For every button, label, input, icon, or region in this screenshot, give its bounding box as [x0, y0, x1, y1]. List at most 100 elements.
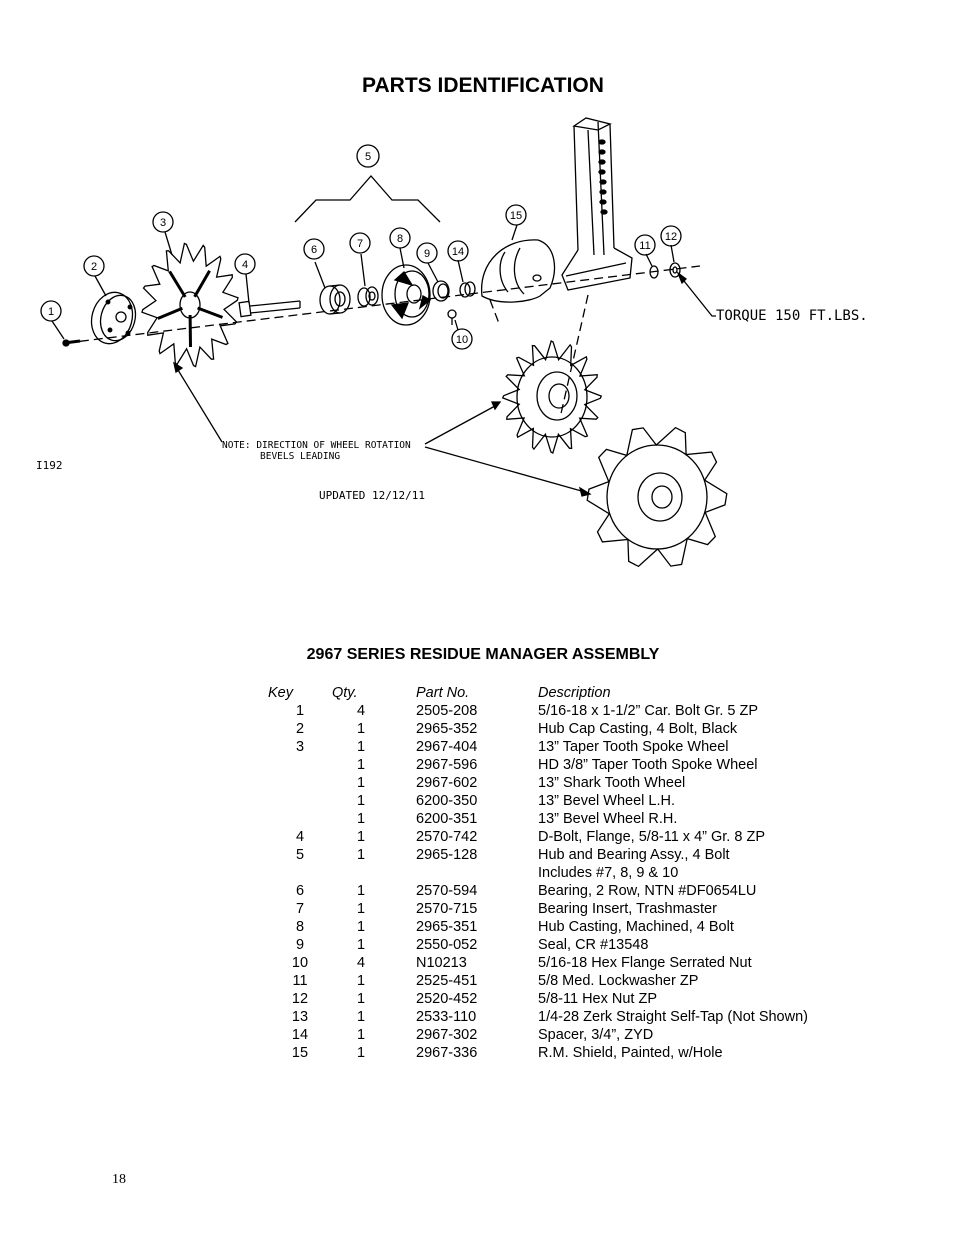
- cell-key: 9: [295, 937, 305, 953]
- cell-part-no: 6200-351: [416, 811, 478, 827]
- wheel-tooth-outline: [501, 340, 603, 454]
- rotation-note-line1: NOTE: DIRECTION OF WHEEL ROTATION: [222, 440, 411, 451]
- cell-key: 6: [295, 883, 305, 899]
- cell-key: 2: [295, 721, 305, 737]
- callout-label: 10: [456, 334, 468, 346]
- cell-description: HD 3/8” Taper Tooth Spoke Wheel: [538, 757, 758, 773]
- callout-label: 14: [452, 246, 464, 258]
- cell-qty: 1: [356, 1009, 366, 1025]
- cell-part-no: 2525-451: [416, 973, 478, 989]
- callout-label: 7: [357, 238, 363, 250]
- cell-description: Bearing Insert, Trashmaster: [538, 901, 717, 917]
- cell-part-no: 2570-594: [416, 883, 478, 899]
- shield-part: [481, 239, 556, 303]
- updated-date: UPDATED 12/12/11: [319, 489, 425, 502]
- cell-key: 10: [291, 955, 309, 971]
- cell-description: 5/16-18 x 1-1/2” Car. Bolt Gr. 5 ZP: [538, 703, 759, 719]
- arm-hole-row: [598, 139, 608, 215]
- callout-label: 3: [160, 217, 166, 229]
- hub-cap-part: [90, 291, 137, 345]
- cell-part-no: 2967-602: [416, 775, 478, 791]
- cell-key: 3: [295, 739, 305, 755]
- cell-description: Hub Casting, Machined, 4 Bolt: [538, 919, 734, 935]
- table-row: 1 2967-596 HD 3/8” Taper Tooth Spoke Wheel: [268, 756, 808, 774]
- table-row: 4 1 2570-742 D-Bolt, Flange, 5/8-11 x 4” Gr…: [268, 828, 808, 846]
- table-row: 5 1 2965-128 Hub and Bearing Assy., 4 Bolt: [268, 846, 808, 864]
- cell-qty: 1: [356, 757, 366, 773]
- cell-qty: 1: [356, 847, 366, 863]
- cell-description: Spacer, 3/4”, ZYD: [538, 1027, 654, 1043]
- cell-qty: [332, 864, 390, 882]
- bearing-insert-part: [357, 286, 379, 307]
- cell-part-no: 2965-128: [416, 847, 478, 863]
- page-number: 18: [112, 1172, 126, 1187]
- cell-qty: 1: [356, 1027, 366, 1043]
- cell-part-no: 2967-404: [416, 739, 478, 755]
- cell-part-no: 2550-052: [416, 937, 478, 953]
- cell-description: Hub and Bearing Assy., 4 Bolt: [538, 847, 730, 863]
- callout-label: 9: [424, 248, 430, 260]
- assembly-title: 2967 SERIES RESIDUE MANAGER ASSEMBLY: [306, 646, 660, 663]
- cell-key: 15: [291, 1045, 309, 1061]
- header-qty: Qty.: [332, 685, 358, 701]
- exploded-parts-drawing: 5 1 2 3 4 6 7 8 9 10 11 12 14 15 TORQUE …: [36, 117, 868, 568]
- cell-key: 1: [295, 703, 305, 719]
- wheel-tooth-outline: [141, 242, 239, 368]
- callout-label: 1: [48, 306, 54, 318]
- cell-part-no: 2965-352: [416, 721, 478, 737]
- d-bolt-part: [238, 300, 301, 318]
- spoke-wheel-spoke: [193, 269, 211, 298]
- callout-label: 11: [639, 240, 650, 252]
- cell-description: 1/4-28 Zerk Straight Self-Tap (Not Shown…: [538, 1009, 808, 1025]
- cell-description: Seal, CR #13548: [538, 937, 649, 953]
- hub-casting-part: [381, 264, 432, 326]
- cell-key: 5: [295, 847, 305, 863]
- cell-description: 13” Bevel Wheel L.H.: [538, 793, 676, 809]
- cell-part-no: 2967-596: [416, 757, 478, 773]
- callout-label: 6: [311, 244, 317, 256]
- torque-note: TORQUE 150 FT.LBS.: [716, 308, 868, 324]
- callout-label: 5: [365, 151, 371, 163]
- cell-description: 13” Bevel Wheel R.H.: [538, 811, 678, 827]
- cell-part-no: N10213: [416, 955, 467, 971]
- callout-label: 15: [510, 210, 522, 222]
- table-row: Includes #7, 8, 9 & 10: [268, 864, 808, 882]
- cell-part-no: 2967-302: [416, 1027, 478, 1043]
- cell-part-no: 2570-742: [416, 829, 478, 845]
- cell-part-no: 2520-452: [416, 991, 478, 1007]
- cell-description: Includes #7, 8, 9 & 10: [538, 865, 679, 881]
- cell-qty: 1: [356, 883, 366, 899]
- rotation-note-leader-right: [424, 405, 496, 445]
- cell-qty: 1: [356, 901, 366, 917]
- assembly-5-bracket: [294, 175, 441, 223]
- cell-description: R.M. Shield, Painted, w/Hole: [538, 1045, 723, 1061]
- cell-qty: 1: [356, 811, 366, 827]
- table-row: 9 1 2550-052 Seal, CR #13548: [268, 936, 808, 954]
- cell-qty: 1: [356, 775, 366, 791]
- cell-key: 4: [295, 829, 305, 845]
- cell-key: 8: [295, 919, 305, 935]
- cell-qty: 1: [356, 829, 366, 845]
- drawing-id: I192: [36, 459, 63, 472]
- carriage-bolt-part: [62, 339, 81, 347]
- cell-description: 13” Taper Tooth Spoke Wheel: [538, 739, 729, 755]
- torque-leader: [679, 275, 716, 317]
- cell-description: D-Bolt, Flange, 5/8-11 x 4” Gr. 8 ZP: [538, 829, 765, 845]
- cell-qty: 1: [356, 937, 366, 953]
- spoke-wheel-teeth: [141, 242, 239, 368]
- callout-label: 4: [242, 259, 248, 271]
- cell-qty: 1: [356, 793, 366, 809]
- spoke-wheel-spoke: [157, 306, 183, 320]
- rotation-note-line2: BEVELS LEADING: [260, 451, 340, 462]
- mounting-arm-part: [561, 117, 633, 291]
- header-part-no: Part No.: [416, 685, 470, 701]
